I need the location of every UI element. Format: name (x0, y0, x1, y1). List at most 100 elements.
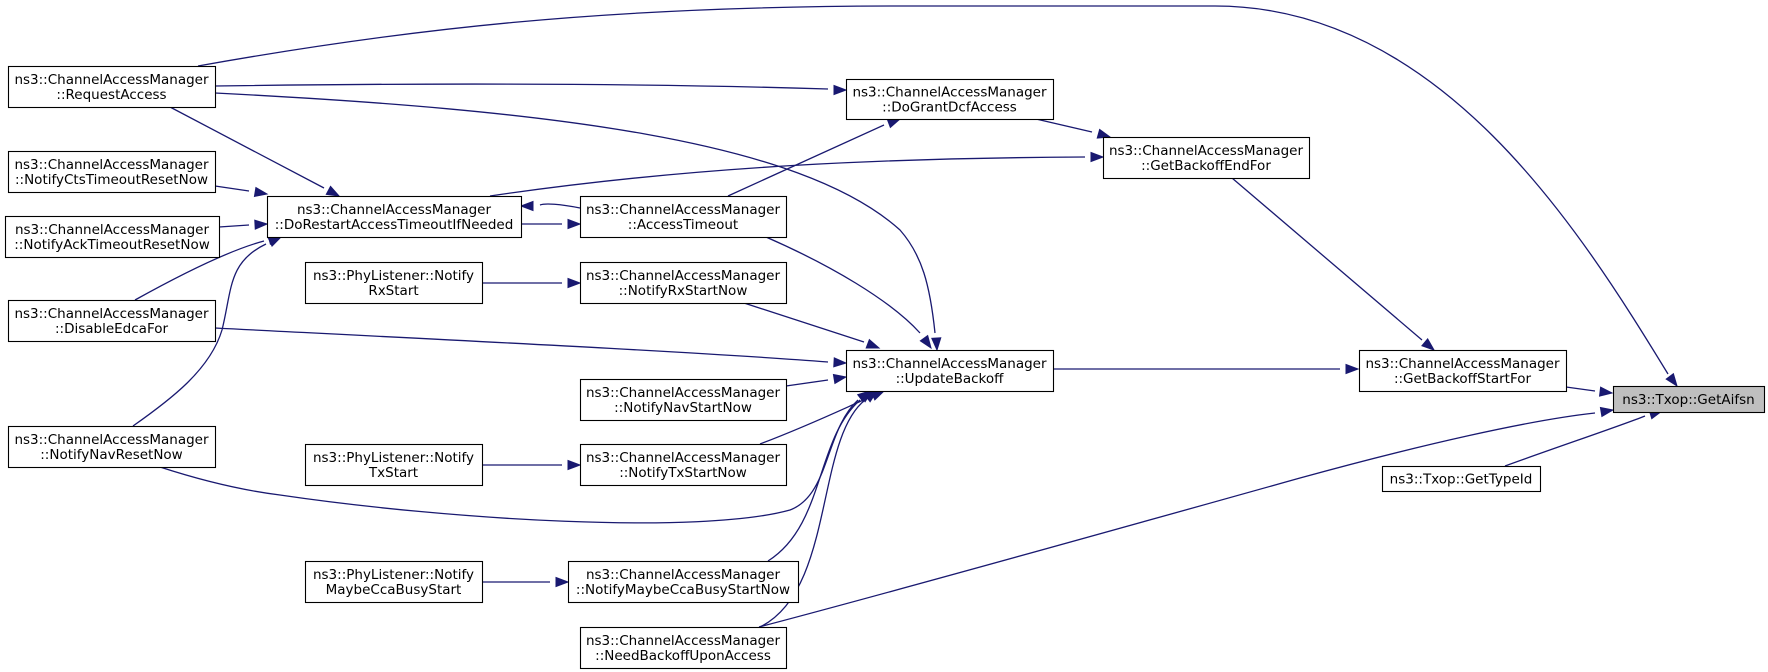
node-box (304, 560, 484, 604)
arrowhead (1599, 406, 1615, 418)
edge-getbackoffstartfor-to-getaifsn (1565, 386, 1614, 397)
edge-requestaccess-to-dorestart (169, 106, 341, 197)
node-cam-getbackoffstartfor[interactable]: ns3::ChannelAccessManager::GetBackoffSta… (1358, 349, 1568, 393)
edge-line (214, 92, 936, 334)
node-cam-accesstimeout[interactable]: ns3::ChannelAccessManager::AccessTimeout (579, 195, 788, 239)
edge-accesstimeout-to-dorestart (519, 200, 581, 212)
node-label: ns3::ChannelAccessManager (297, 202, 492, 218)
node-box (1102, 136, 1311, 180)
node-box (1358, 349, 1568, 393)
edge-line (1565, 386, 1596, 392)
edge-line (759, 399, 866, 628)
edge-line (758, 412, 1596, 628)
node-label: ns3::ChannelAccessManager (14, 306, 209, 322)
edge-line (214, 327, 829, 363)
node-box (579, 626, 788, 670)
node-phy-notifyrxstart[interactable]: ns3::PhyListener::NotifyRxStart (304, 261, 484, 305)
node-label: ns3::ChannelAccessManager (586, 268, 781, 284)
edge-requestaccess-to-getaifsn (197, 5, 1678, 388)
arrowhead (555, 576, 570, 588)
arrowhead (1598, 386, 1614, 397)
arrowhead (1421, 337, 1436, 351)
edge-dorestart-to-accesstimeout (521, 218, 582, 230)
node-box (4, 215, 221, 259)
node-label: ::NotifyNavResetNow (40, 447, 182, 463)
node-label: ::NotifyRxStartNow (619, 283, 748, 299)
node-label: ns3::PhyListener::Notify (313, 450, 474, 466)
node-txop-gettypeid[interactable]: ns3::Txop::GetTypeId (1381, 465, 1542, 493)
node-cam-getbackoffendfor[interactable]: ns3::ChannelAccessManager::GetBackoffEnd… (1102, 136, 1311, 180)
node-label: ::DisableEdcaFor (55, 321, 169, 337)
edge-dograntdcfaccess-to-getbackoffendfor (1035, 118, 1112, 139)
node-label: ns3::ChannelAccessManager (852, 356, 1047, 372)
node-box (845, 78, 1055, 121)
edge-accesstimeout-to-dograntdcfaccess (727, 118, 902, 197)
edge-needbackoff-to-getaifsn (758, 406, 1615, 628)
edge-line (765, 236, 921, 334)
node-phy-notifymaybeccabusystart[interactable]: ns3::PhyListener::NotifyMaybeCcaBusyStar… (304, 560, 484, 604)
arrowhead (1345, 363, 1360, 375)
node-cam-notifynavresetnow[interactable]: ns3::ChannelAccessManager::NotifyNavRese… (7, 425, 217, 469)
arrowhead (519, 200, 534, 212)
node-box (579, 261, 788, 305)
edge-getbackoffendfor-to-getbackoffstartfor (1231, 177, 1436, 351)
node-cam-dograntdcfaccess[interactable]: ns3::ChannelAccessManager::DoGrantDcfAcc… (845, 78, 1055, 121)
node-box (7, 65, 217, 109)
arrowhead (865, 338, 881, 349)
node-label: ns3::ChannelAccessManager (14, 72, 209, 88)
node-box (579, 195, 788, 239)
edge-updatebackoff-to-getbackoffstartfor (1053, 363, 1360, 375)
node-cam-notifyctstimeoutresetnow[interactable]: ns3::ChannelAccessManager::NotifyCtsTime… (7, 150, 217, 194)
node-box (7, 150, 217, 194)
node-cam-updatebackoff[interactable]: ns3::ChannelAccessManager::UpdateBackoff (845, 349, 1055, 393)
edge-phytxstart-to-notifytxstartnow (482, 459, 582, 471)
node-cam-notifymaybeccabusystartnow[interactable]: ns3::ChannelAccessManager::NotifyMaybeCc… (567, 560, 800, 604)
node-cam-dorestartaccesstimeoutifneeded[interactable]: ns3::ChannelAccessManager::DoRestartAcce… (266, 195, 523, 239)
arrowhead (567, 459, 582, 471)
edge-disableedcafor-to-updatebackoff (214, 327, 848, 368)
node-label: ns3::ChannelAccessManager (586, 633, 781, 649)
arrowhead (833, 357, 848, 368)
node-label: ::NeedBackoffUponAccess (595, 648, 771, 664)
node-cam-needbackoffuponaccess[interactable]: ns3::ChannelAccessManager::NeedBackoffUp… (579, 626, 788, 670)
node-label: ::DoGrantDcfAccess (882, 100, 1017, 116)
edge-line (214, 185, 250, 192)
node-txop-getaifsn[interactable]: ns3::Txop::GetAifsn (1612, 385, 1766, 414)
node-label: ns3::Txop::GetAifsn (1622, 392, 1754, 408)
node-box (579, 443, 788, 487)
node-label: ns3::ChannelAccessManager (586, 202, 781, 218)
edge-requestaccess-to-dograntdcfaccess (214, 83, 848, 96)
node-label: ns3::ChannelAccessManager (1365, 356, 1560, 372)
node-cam-requestaccess[interactable]: ns3::ChannelAccessManager::RequestAccess (7, 65, 217, 109)
node-cam-notifynavstartnow[interactable]: ns3::ChannelAccessManager::NotifyNavStar… (579, 378, 788, 422)
edge-accesstimeout-to-updatebackoff (765, 236, 932, 350)
node-label: ::UpdateBackoff (896, 371, 1005, 387)
edge-line (218, 224, 250, 228)
node-label: ns3::PhyListener::Notify (313, 567, 474, 583)
node-label: ::NotifyTxStartNow (619, 465, 747, 481)
arrowhead (919, 334, 932, 350)
edge-line (785, 379, 829, 387)
edge-line (197, 5, 1669, 375)
node-label: ns3::ChannelAccessManager (586, 567, 781, 583)
edge-notifyrxstartnow-to-updatebackoff (743, 302, 881, 349)
node-label: ns3::ChannelAccessManager (14, 157, 209, 173)
node-label: ns3::Txop::GetTypeId (1390, 472, 1533, 488)
edge-line (134, 240, 265, 301)
node-cam-notifyrxstartnow[interactable]: ns3::ChannelAccessManager::NotifyRxStart… (579, 261, 788, 305)
edge-needbackoff-to-updatebackoff (759, 390, 879, 628)
node-label: ns3::ChannelAccessManager (14, 432, 209, 448)
node-label: ::NotifyCtsTimeoutResetNow (15, 172, 208, 188)
node-cam-notifyacktimeoutresetnow[interactable]: ns3::ChannelAccessManager::NotifyAckTime… (4, 215, 221, 259)
node-layer: ns3::Txop::GetAifsnns3::Txop::GetTypeIdn… (4, 65, 1766, 670)
edge-notifyacktimeout-to-dorestart (218, 219, 269, 230)
edge-line (489, 156, 1086, 197)
edge-layer (132, 5, 1678, 628)
arrowhead (567, 277, 582, 289)
node-phy-notifytxstart[interactable]: ns3::PhyListener::NotifyTxStart (304, 443, 484, 487)
edge-phymaybecca-to-notifymaybecca (482, 576, 570, 588)
node-cam-disableedcafor[interactable]: ns3::ChannelAccessManager::DisableEdcaFo… (7, 299, 217, 343)
edge-notifynavstartnow-to-updatebackoff (785, 373, 848, 387)
node-cam-notifytxstartnow[interactable]: ns3::ChannelAccessManager::NotifyTxStart… (579, 443, 788, 487)
edge-line (759, 397, 869, 445)
